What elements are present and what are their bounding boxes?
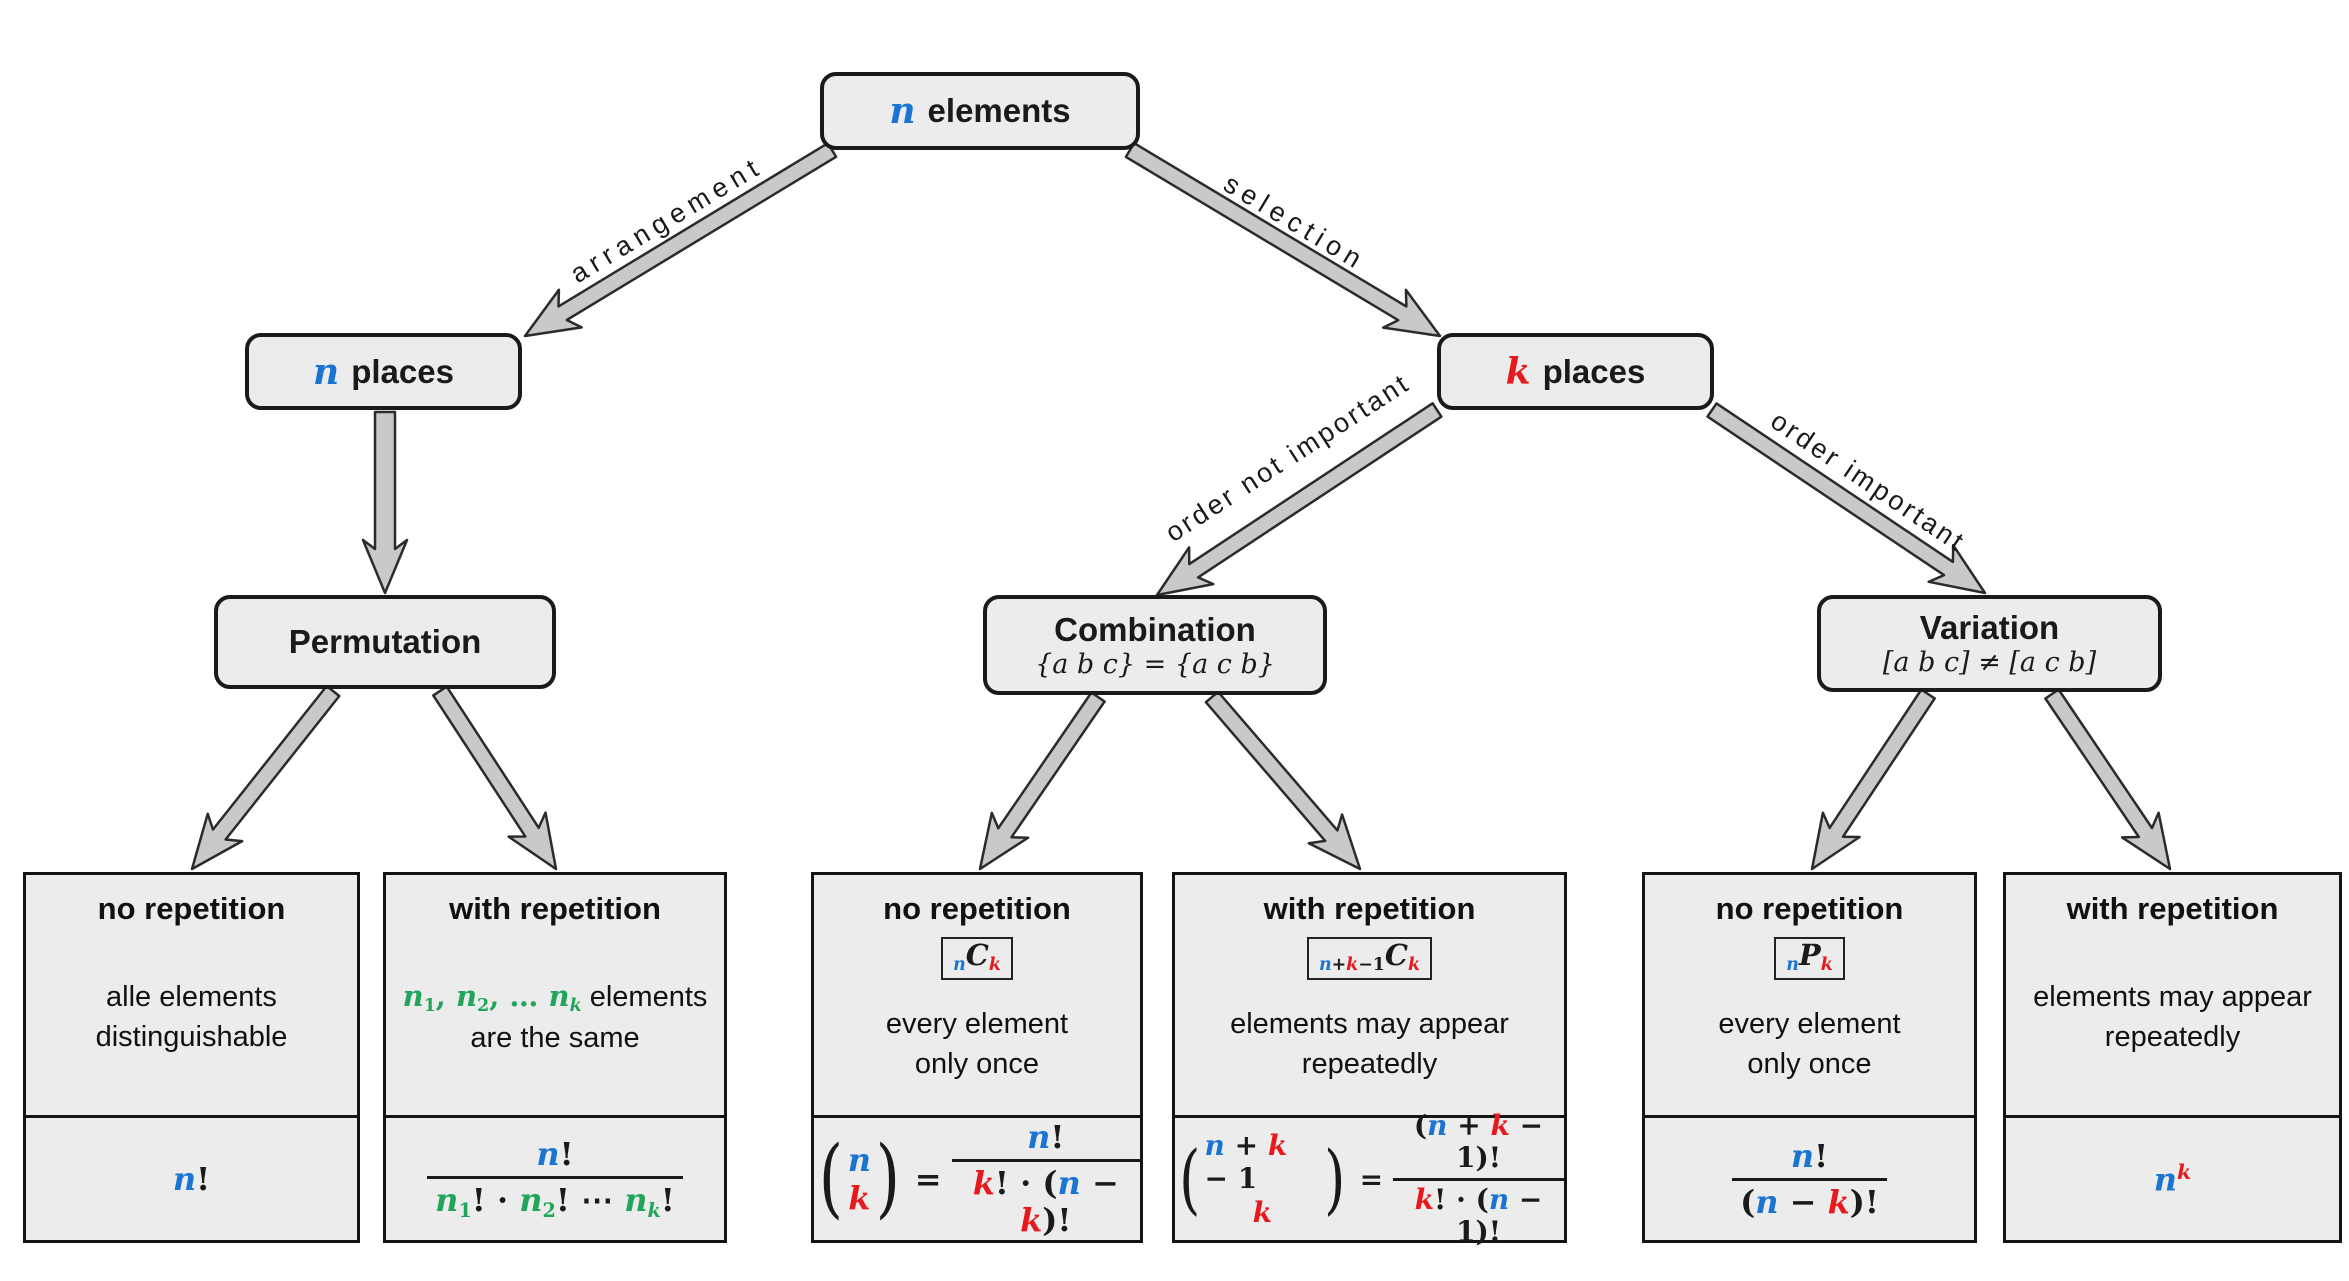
leaf-heading: with repetition — [1263, 891, 1476, 926]
node-permutation: Permutation — [214, 595, 556, 689]
node-combination: Combination {a b c} = {a c b} — [983, 595, 1327, 695]
category-example: {a b c} = {a c b} — [1035, 648, 1275, 680]
category-example: [a b c] ≠ [a c b] — [1882, 647, 2097, 679]
leaf-permutation-with-repetition: with repetition n1, n2, … nk elements ar… — [383, 872, 727, 1243]
leaf-combination-with-repetition: with repetition n+k−1Ck elements may app… — [1172, 872, 1567, 1247]
node-n-places: n places — [245, 333, 522, 410]
n-plus-k-minus-1-Ck-symbol-badge: n+k−1Ck — [1306, 937, 1433, 981]
nCk-symbol-badge: nCk — [941, 937, 1013, 981]
leaf-description: alle elements distinguishable — [95, 980, 288, 1053]
leaf-heading: no repetition — [883, 891, 1071, 926]
arrow-permutation-to-with-repetition — [432, 685, 558, 871]
n-variable: n — [889, 90, 916, 132]
leaf-heading: with repetition — [449, 891, 661, 926]
arrow-root-to-n-places — [523, 141, 838, 338]
k-variable: k — [1505, 350, 1531, 393]
right-paren: ) — [1324, 1134, 1346, 1223]
leaf-description: elements may appear repeatedly — [2033, 980, 2312, 1053]
leaf-description: every element only once — [1718, 1007, 1901, 1080]
left-paren: ( — [818, 1128, 843, 1229]
n-variable: n — [313, 350, 340, 393]
leaf-heading: no repetition — [1715, 891, 1904, 926]
leaf-heading: no repetition — [97, 891, 286, 926]
category-title: Permutation — [288, 623, 482, 660]
leaf-formula: ( n + k − 1 k ) = (n + k − 1)! k! · (n −… — [1175, 1109, 1564, 1247]
category-title: Combination — [1054, 610, 1256, 648]
arrow-k-places-to-variation — [1706, 402, 1987, 595]
arrow-root-to-k-places — [1124, 141, 1442, 338]
arrow-n-places-to-permutation — [361, 410, 409, 595]
arrow-combination-to-no-repetition — [978, 691, 1106, 871]
node-label: places — [351, 352, 454, 390]
node-variation: Variation [a b c] ≠ [a c b] — [1817, 595, 2162, 692]
node-k-places: k places — [1437, 333, 1714, 410]
leaf-heading: with repetition — [2066, 891, 2279, 926]
arrow-variation-to-with-repetition — [2044, 688, 2172, 871]
equals-sign: = — [1359, 1162, 1384, 1196]
arrow-permutation-to-no-repetition — [190, 684, 341, 871]
leaf-combination-no-repetition: no repetition nCk every element only onc… — [811, 872, 1143, 1243]
leaf-formula: nk — [2006, 1115, 2339, 1240]
leaf-formula: n! — [26, 1115, 357, 1240]
leaf-description: every element only once — [885, 1007, 1069, 1080]
leaf-formula: ( n k ) = n! k! · (n − k)! — [814, 1115, 1140, 1240]
leaf-description: n1, n2, … nk elements are the same — [402, 978, 708, 1055]
left-paren: ( — [1179, 1134, 1201, 1223]
arrow-k-places-to-combination — [1155, 402, 1443, 597]
equals-sign: = — [914, 1160, 942, 1198]
right-paren: ) — [875, 1128, 900, 1229]
arrow-variation-to-no-repetition — [1810, 688, 1936, 871]
leaf-permutation-no-repetition: no repetition alle elements distinguisha… — [23, 872, 360, 1243]
leaf-formula: n! n1! · n2! ⋯ nk! — [386, 1115, 724, 1240]
node-n-elements: n elements — [820, 72, 1140, 150]
arrow-combination-to-with-repetition — [1204, 690, 1362, 871]
category-title: Variation — [1919, 609, 2060, 647]
leaf-variation-with-repetition: with repetition elements may appear repe… — [2003, 872, 2342, 1243]
node-label: elements — [927, 92, 1071, 129]
nPk-symbol-badge: nPk — [1774, 937, 1845, 981]
leaf-variation-no-repetition: no repetition nPk every element only onc… — [1642, 872, 1977, 1243]
node-label: places — [1542, 352, 1646, 390]
leaf-description: elements may appear repeatedly — [1230, 1007, 1509, 1080]
leaf-formula: n! (n − k)! — [1645, 1115, 1974, 1240]
